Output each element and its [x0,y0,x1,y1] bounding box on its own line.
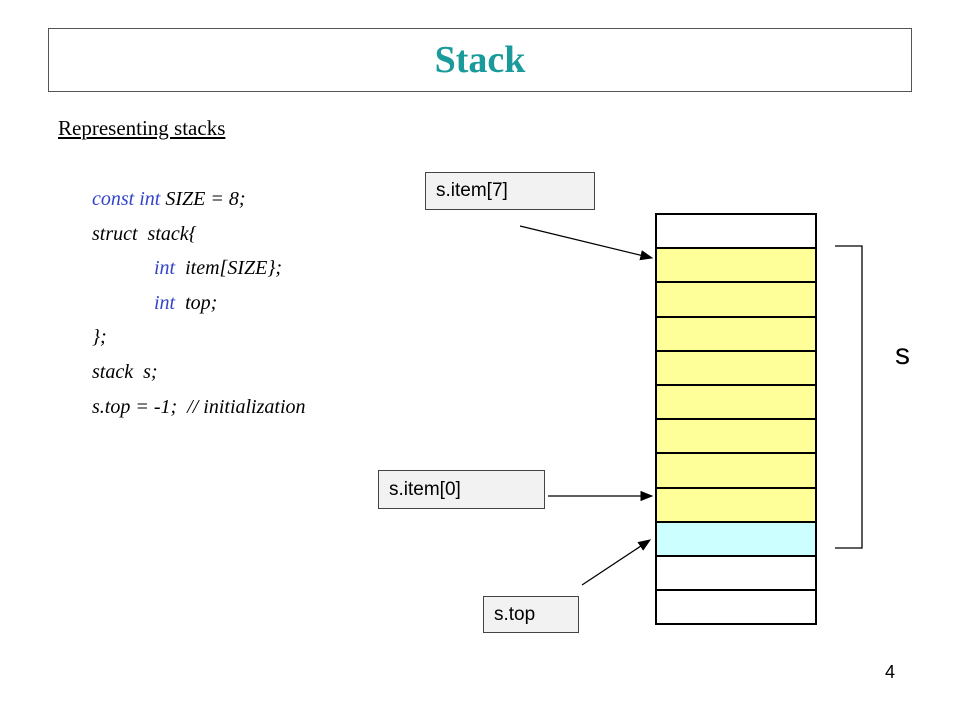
code-text: SIZE = 8; [160,188,246,210]
code-text: top; [175,291,218,314]
stack-variable-label: s [895,338,910,371]
arrow-item7 [519,225,654,261]
title-box: Stack [48,28,912,92]
code-line-6: stack s; [92,360,158,383]
code-line-2: struct stack{ [92,222,197,245]
stack-cell-item [655,452,817,489]
arrow-top [581,539,652,586]
code-line-3: int item[SIZE}; [92,251,306,286]
stack-cell-top [655,520,817,557]
code-text: item[SIZE}; [175,257,282,280]
stack-cell-item [655,281,817,318]
callout-item7: s.item[7] [425,172,595,210]
stack-cell-empty [655,555,817,592]
code-line-4: int top; [92,286,306,321]
stack-cell-empty [655,589,817,626]
code-keyword: int [154,291,176,314]
page-number: 4 [885,662,896,682]
stack-cell-item [655,486,817,523]
code-line-1: const int SIZE = 8; [92,182,306,217]
code-keyword: const int [92,188,161,210]
callout-top: s.top [483,596,579,633]
code-line-5: }; [92,326,107,349]
code-keyword: int [154,257,176,280]
stack-cell-empty [655,213,817,250]
callout-item0: s.item[0] [378,470,545,509]
stack-bracket [835,245,863,549]
stack-cell-item [655,418,817,455]
code-block: const int SIZE = 8; struct stack{ int it… [92,182,306,424]
page-title: Stack [434,39,526,81]
code-line-7: s.top = -1; // initialization [92,395,306,418]
subtitle: Representing stacks [58,116,226,140]
